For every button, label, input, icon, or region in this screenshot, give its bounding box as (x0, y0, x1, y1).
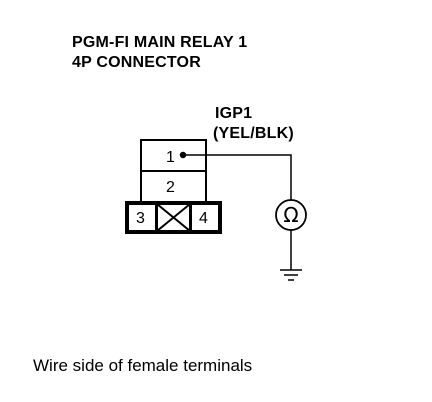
pin-1-number: 1 (166, 149, 175, 166)
wire-color-label: (YEL/BLK) (213, 125, 294, 142)
pin-2-number: 2 (166, 179, 175, 196)
empty-cavity-cross-2 (156, 203, 191, 232)
caption-text: Wire side of female terminals (33, 356, 252, 375)
bottom-row-housing (125, 201, 222, 234)
ohm-icon: Ω (283, 203, 298, 227)
ground-symbol (280, 230, 302, 281)
pin-3-number: 3 (136, 210, 145, 227)
pin-4-cavity (190, 203, 220, 232)
connector-body (125, 139, 222, 234)
signal-name-label: IGP1 (215, 105, 252, 122)
ohmmeter-symbol: Ω (275, 199, 307, 231)
probe-wire (179, 151, 292, 200)
connector-title-line1: PGM-FI MAIN RELAY 1 (72, 34, 247, 51)
connector-title-line2: 4P CONNECTOR (72, 54, 201, 71)
pin-4-number: 4 (199, 210, 208, 227)
probe-lead (183, 154, 292, 200)
